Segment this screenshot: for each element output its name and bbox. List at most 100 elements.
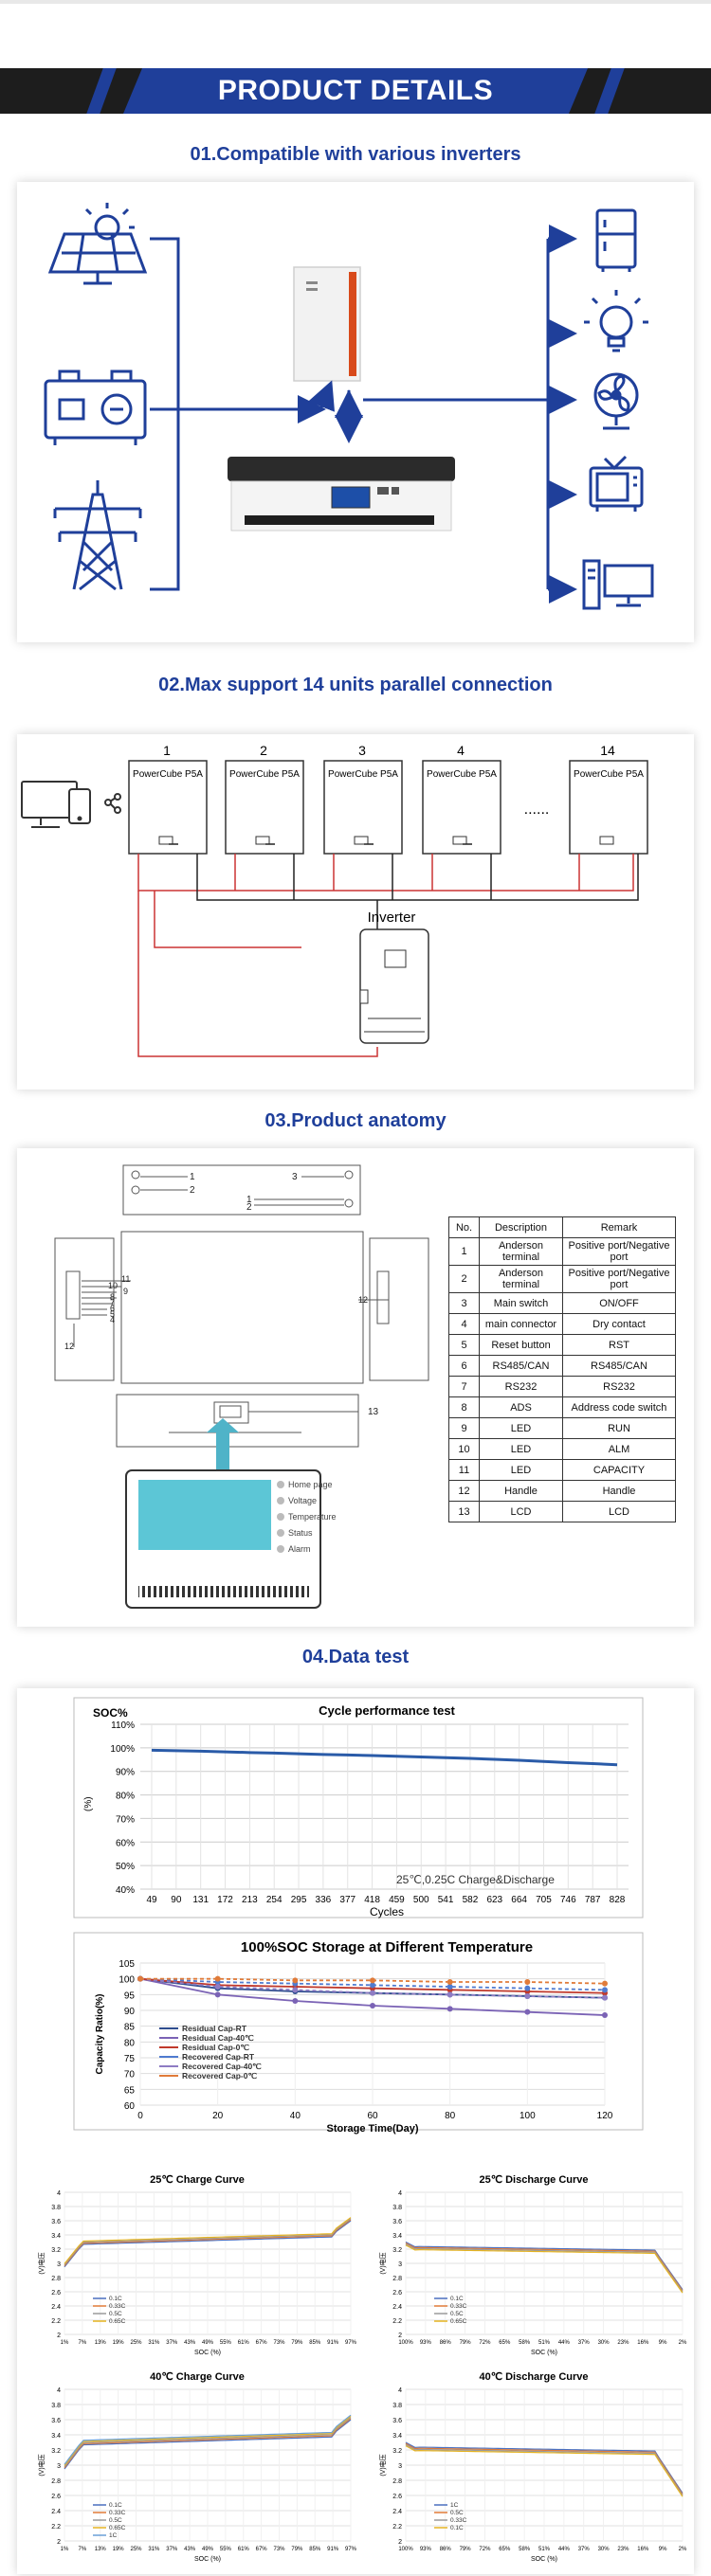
battery-side-view [116, 1394, 359, 1448]
x-tick-label: 49% [202, 2547, 214, 2552]
x-tick-label: 85% [309, 2547, 321, 2552]
storage-data-point [602, 1980, 608, 1987]
x-tick-label: 9% [659, 2547, 667, 2552]
y-tick-label: 110% [111, 1720, 135, 1731]
x-tick-label: 93% [420, 2340, 432, 2346]
chart-annotation: 25℃,0.25C Charge&Discharge [396, 1873, 555, 1886]
cell-no: 13 [448, 1501, 480, 1522]
x-tick-label: 9% [659, 2340, 667, 2346]
y-tick-label: 70% [116, 1814, 135, 1825]
y-tick-label: 2.8 [392, 2276, 402, 2282]
callout-1: 1 [190, 1172, 195, 1182]
computer-icon [582, 559, 654, 610]
callout-5: 5 [110, 1309, 115, 1319]
x-tick-label: 13% [95, 2547, 107, 2552]
y-tick-label: 80 [124, 2038, 136, 2048]
television-icon [589, 455, 644, 512]
cell-remark: ALM [562, 1438, 676, 1460]
x-tick-label: 79% [291, 2547, 303, 2552]
banner-title-plate [123, 68, 588, 114]
voltage-series-line [64, 2217, 352, 2264]
legend-entry: Recovered Cap-RT [182, 2052, 255, 2062]
callout-12-right: 12 [358, 1295, 368, 1305]
y-tick-label: 2.8 [392, 2478, 402, 2485]
x-tick-label: 16% [637, 2340, 649, 2346]
y-axis-title: (V)电压 [37, 2454, 46, 2476]
cell-description: main connector [479, 1313, 563, 1335]
legend-entry: Recovered Cap-0℃ [182, 2071, 257, 2081]
y-tick-label: 2.2 [51, 2318, 61, 2325]
storage-data-point [524, 1993, 531, 1999]
voltage-curve-chart-2: 25℃ Discharge Curve(V)电压43.83.63.43.232.… [378, 2174, 687, 2356]
storage-data-point [214, 1984, 221, 1990]
x-tick-label: 43% [184, 2547, 196, 2552]
x-tick-label: 79% [291, 2340, 303, 2346]
chart-title: 40℃ Charge Curve [150, 2371, 245, 2383]
callout-8: 8 [110, 1292, 115, 1302]
storage-data-point [447, 2006, 453, 2012]
y-tick-label: 2.2 [51, 2524, 61, 2531]
y-tick-label: 2.2 [392, 2318, 402, 2325]
cell-remark: Handle [562, 1480, 676, 1502]
lcd-zoom-arrow [207, 1418, 239, 1470]
cell-remark: Address code switch [562, 1396, 676, 1418]
x-tick-label: 97% [345, 2340, 357, 2346]
chart-title: 25℃ Charge Curve [150, 2174, 245, 2186]
y-tick-label: 3.6 [392, 2219, 402, 2225]
x-tick-label: 55% [220, 2340, 232, 2346]
cycle-performance-chart: Cycle performance testSOC%(%)110%100%90%… [73, 1697, 644, 1918]
units-ellipsis: ...... [524, 802, 550, 818]
battery-link-lines [308, 380, 548, 443]
y-tick-label: 3.6 [392, 2418, 402, 2424]
storage-data-point [447, 1984, 453, 1990]
legend-entry: 1C [109, 2532, 118, 2539]
y-tick-label: 2.6 [392, 2290, 402, 2297]
cell-description: ADS [479, 1396, 563, 1418]
cell-description: RS485/CAN [479, 1355, 563, 1377]
storage-data-point [524, 1979, 531, 1985]
cell-description: Anderson terminal [479, 1237, 563, 1266]
x-tick-label: 86% [440, 2340, 452, 2346]
y-tick-label: 85 [124, 2023, 136, 2033]
legend-entry: 0.33C [109, 2510, 126, 2516]
cycle-series-line [151, 1748, 618, 1767]
callout-13: 13 [368, 1407, 379, 1417]
x-tick-label: 73% [273, 2340, 285, 2346]
cell-no: 1 [448, 1237, 480, 1266]
x-tick-label: 44% [558, 2340, 571, 2346]
voltage-series-line [405, 2243, 684, 2293]
y-axis-title: Capacity Ratio(%) [95, 1993, 105, 2074]
chart-title: 40℃ Discharge Curve [479, 2371, 588, 2383]
x-tick-label: 500 [413, 1895, 429, 1905]
y-tick-label: 2.6 [51, 2494, 61, 2500]
y-tick-label: 60% [116, 1838, 135, 1848]
x-tick-label: 254 [266, 1895, 283, 1905]
cell-remark: Positive port/Negative port [562, 1265, 676, 1293]
top-divider [0, 0, 711, 4]
voltage-series-line [64, 2219, 352, 2267]
unit-number-1: 1 [163, 743, 171, 758]
cell-no: 5 [448, 1334, 480, 1356]
storage-data-point [214, 1991, 221, 1998]
x-tick-label: 72% [479, 2547, 491, 2552]
y-tick-label: 3.2 [392, 2247, 402, 2254]
col-remark: Remark [562, 1216, 676, 1238]
lcd-menu-voltage: Voltage [288, 1496, 317, 1505]
x-tick-label: 61% [238, 2547, 250, 2552]
legend-entry: 0.5C [109, 2517, 122, 2524]
x-tick-label: 90 [171, 1895, 182, 1905]
cell-no: 11 [448, 1459, 480, 1481]
legend-entry: 0.65C [450, 2318, 467, 2325]
section-title-3: 03.Product anatomy [264, 1110, 447, 1131]
x-tick-label: 459 [389, 1895, 405, 1905]
storage-data-point [370, 1990, 375, 1996]
x-tick-label: 7% [79, 2547, 87, 2552]
compatibility-diagram [17, 182, 694, 642]
section-title-2: 02.Max support 14 units parallel connect… [158, 675, 553, 695]
storage-data-point [292, 1998, 299, 2004]
